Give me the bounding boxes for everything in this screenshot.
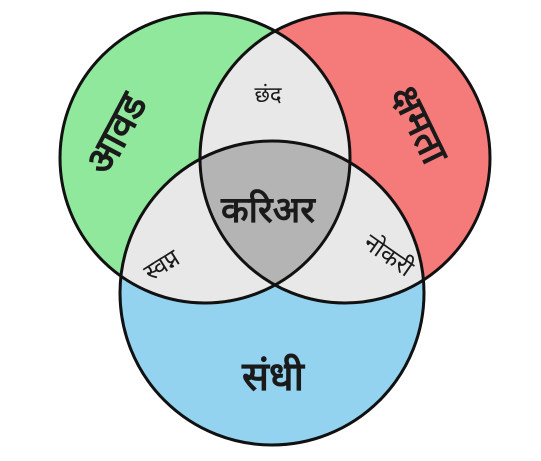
- circle-outlines: [58, 11, 492, 447]
- label-sandhi: संधी: [241, 353, 306, 400]
- label-chhand: छंद: [254, 83, 281, 108]
- label-career: करिअर: [220, 189, 316, 231]
